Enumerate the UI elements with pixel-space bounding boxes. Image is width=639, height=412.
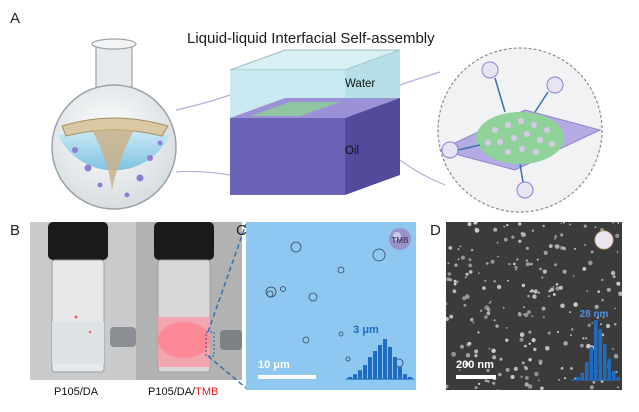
scale-bar-c: [258, 375, 316, 379]
histogram-d-bar: [598, 329, 602, 380]
histogram-c-bar: [353, 374, 357, 379]
histogram-d-bar: [612, 371, 616, 380]
scale-bar-label-d: 200 nm: [456, 359, 494, 371]
caption-right-prefix: P105/DA/: [148, 386, 196, 398]
histogram-c-bar: [388, 347, 392, 379]
histogram-d-bar: [589, 347, 593, 380]
histogram-c-bar: [383, 339, 387, 379]
histogram-c-bar: [403, 374, 407, 379]
histogram-c-bar: [348, 377, 352, 379]
histogram-d-bar: [585, 362, 589, 380]
panel-label-d: D: [430, 222, 441, 239]
panel-a-schematic: [51, 38, 603, 213]
histogram-c-bar: [373, 351, 377, 379]
histogram-label-d: 28 nm: [580, 309, 609, 320]
histogram-c-bar: [393, 357, 397, 379]
panel-label-b: B: [10, 222, 21, 239]
caption-left: P105/DA: [54, 386, 99, 398]
histogram-d-bar: [603, 344, 607, 380]
panel-a-title: Liquid-liquid Interfacial Self-assembly: [187, 30, 435, 47]
histogram-c-bar: [368, 357, 372, 379]
scale-bar-d: [456, 375, 496, 379]
magnified-interface: [437, 47, 603, 213]
vial-photo-right: [136, 222, 242, 380]
histogram-c-bar: [378, 345, 382, 379]
oil-label: Oil: [345, 145, 360, 157]
sem-image-d: 200 nm 28 nm: [446, 222, 622, 390]
water-label: Water: [345, 78, 376, 90]
water-oil-cube: [229, 49, 401, 195]
histogram-d-bar: [580, 372, 584, 380]
histogram-c-bar: [358, 370, 362, 379]
caption-right: P105/DA/TMB: [148, 386, 218, 398]
histogram-c-bar: [398, 367, 402, 379]
flask-illustration: [51, 38, 177, 210]
tmb-sphere-label: TMB: [392, 236, 409, 245]
histogram-label-c: 3 μm: [353, 324, 379, 336]
caption-right-highlight: TMB: [195, 386, 219, 398]
histogram-d-bar: [594, 320, 598, 380]
histogram-c-bar: [408, 377, 412, 379]
vial-photo-left: [30, 222, 136, 380]
histogram-d-bar: [616, 377, 620, 380]
histogram-d-bar: [576, 377, 580, 380]
histogram-d-bar: [607, 359, 611, 380]
scale-bar-label-c: 10 μm: [258, 359, 290, 371]
microscopy-image-c: TMB 10 μm 3 μm: [246, 222, 416, 390]
histogram-c: [348, 339, 412, 379]
panel-label-a: A: [10, 10, 21, 27]
panel-label-c: C: [236, 222, 247, 239]
histogram-d: [576, 320, 620, 380]
histogram-c-bar: [363, 365, 367, 379]
